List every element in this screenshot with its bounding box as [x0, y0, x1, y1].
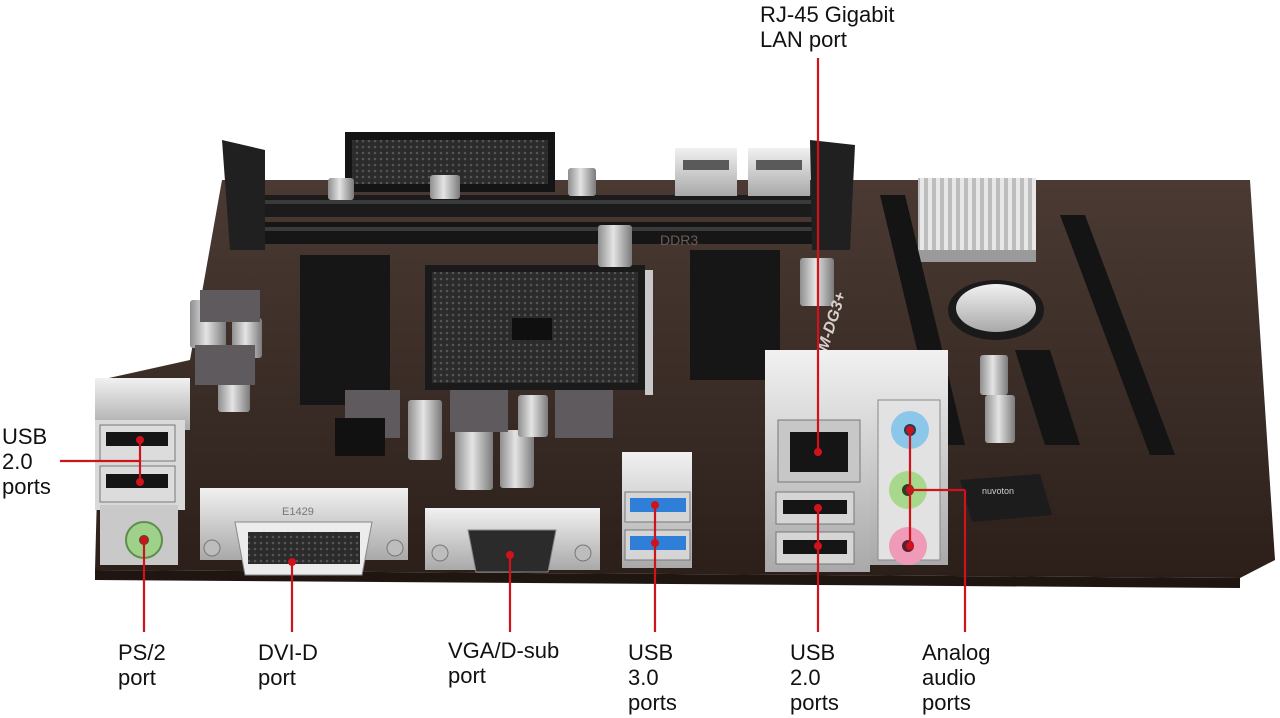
cmos-battery: [948, 280, 1044, 340]
label-usb3: USB 3.0 ports: [628, 640, 677, 715]
label-analog-audio: Analog audio ports: [922, 640, 991, 715]
label-dvi-d: DVI-D port: [258, 640, 318, 690]
memory-type-print: DDR3: [660, 232, 698, 248]
label-rj45-lan: RJ-45 Gigabit LAN port: [760, 2, 895, 52]
chip-brand-print: nuvoton: [982, 486, 1014, 496]
super-io-chip: nuvoton: [960, 474, 1052, 522]
sata-ports: [675, 148, 810, 196]
dvi-port: E1429: [200, 488, 408, 576]
dvi-code-print: E1429: [282, 506, 314, 518]
chipset-heatsink: [918, 178, 1036, 262]
label-usb2-right: USB 2.0 ports: [790, 640, 839, 715]
cpu-power-connector: [335, 418, 385, 456]
capacitors: [190, 168, 1015, 490]
power-chokes: [195, 290, 613, 438]
label-usb2-left: USB 2.0 ports: [2, 424, 51, 499]
vga-port: [425, 508, 600, 573]
label-ps2: PS/2 port: [118, 640, 166, 690]
label-vga: VGA/D-sub port: [448, 638, 560, 688]
callout-leader-lines: [60, 58, 967, 632]
usb3-stack: [622, 452, 692, 568]
memory-slots: DDR3: [222, 140, 855, 250]
